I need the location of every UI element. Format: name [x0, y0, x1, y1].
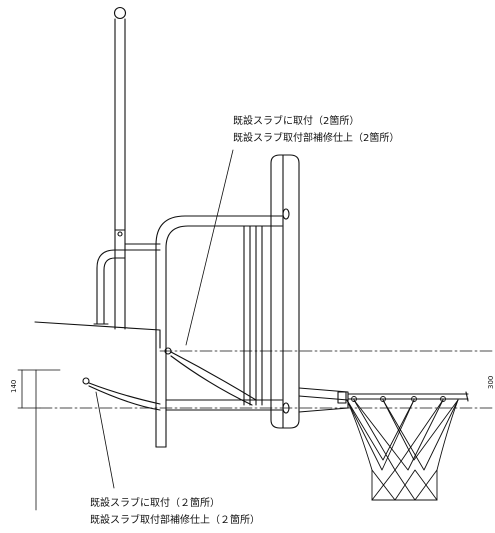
upper-cable: [164, 347, 257, 406]
backboard: [270, 154, 300, 429]
net: [346, 396, 459, 501]
support-frame: [93, 243, 161, 325]
rim-bracket: [298, 387, 469, 413]
dimension-140: [17, 369, 61, 511]
annotation-top: 既設スラブに取付（2箇所） 既設スラブ取付部補修仕上（2箇所）: [233, 113, 399, 147]
main-post: [155, 215, 283, 448]
dimension-label-right: 300: [487, 375, 495, 389]
annotation-bottom-line2: 既設スラブ取付部補修仕上（２箇所）: [90, 515, 260, 526]
mast-pole: [113, 6, 127, 330]
ceiling-slab: [34, 321, 161, 349]
lower-cable: [82, 377, 161, 411]
dimension-label-left: 140: [10, 379, 18, 393]
annotation-bottom-line1: 既設スラブに取付（２箇所）: [90, 498, 220, 509]
centerlines: [39, 350, 493, 409]
leader-lines: [95, 149, 234, 489]
annotation-bottom: 既設スラブに取付（２箇所） 既設スラブ取付部補修仕上（２箇所）: [90, 495, 260, 529]
annotation-top-line2: 既設スラブ取付部補修仕上（2箇所）: [233, 133, 400, 144]
annotation-top-line1: 既設スラブに取付（2箇所）: [233, 116, 360, 127]
